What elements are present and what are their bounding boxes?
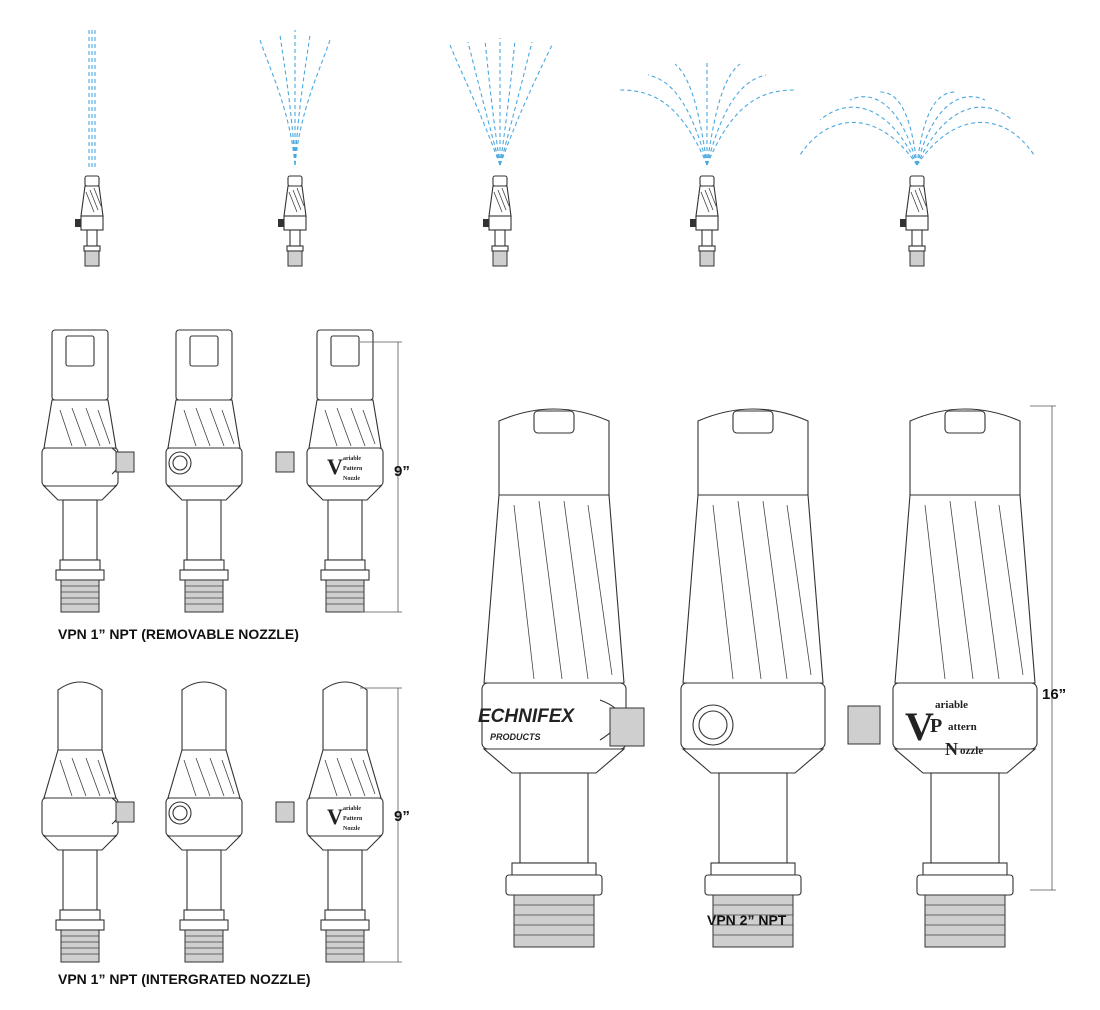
- product-logo-v: V: [905, 704, 934, 749]
- spray-pattern-straight: [74, 30, 104, 267]
- spray-pattern-wide: [449, 38, 553, 267]
- svg-text:ariable: ariable: [343, 806, 361, 812]
- vpn-1-integrated-side: [165, 681, 243, 963]
- product-logo-n: N: [945, 739, 958, 759]
- product-logo-line2: attern: [948, 721, 977, 733]
- removable-height-label: 9”: [394, 463, 410, 480]
- vpn-1-removable-side: [165, 329, 243, 613]
- product-logo-line1: ariable: [935, 699, 968, 711]
- vpn-2-front: ECHNIFEX PRODUCTS: [478, 408, 645, 948]
- vpn-1-integrated-group: V ariable Pattern Nozzle: [41, 681, 402, 963]
- svg-text:Pattern: Pattern: [343, 466, 363, 472]
- vpn-1-integrated-back: V ariable Pattern Nozzle: [275, 681, 384, 963]
- company-logo-text: ECHNIFEX: [478, 706, 575, 727]
- vpn-2-side: [680, 408, 826, 948]
- spray-pattern-row: [74, 30, 1035, 267]
- caption-removable: VPN 1” NPT (REMOVABLE NOZZLE): [58, 626, 299, 642]
- integrated-height-label: 9”: [394, 808, 410, 825]
- svg-text:Nozzle: Nozzle: [343, 826, 360, 832]
- svg-text:V: V: [327, 804, 343, 829]
- vpn-1-integrated-front: [41, 681, 135, 963]
- spray-pattern-narrow: [259, 30, 331, 267]
- vpn-1-removable-group: V ariable Pattern Nozzle: [41, 329, 402, 613]
- svg-text:Pattern: Pattern: [343, 816, 363, 822]
- caption-integrated: VPN 1” NPT (INTERGRATED NOZZLE): [58, 971, 311, 987]
- vpn-2-back: V ariable P attern N ozzle: [847, 408, 1038, 948]
- caption-two-inch: VPN 2” NPT: [707, 912, 787, 928]
- product-logo-line3: ozzle: [960, 745, 983, 757]
- vpn-2-group: ECHNIFEX PRODUCTS V ariable P attern N o…: [478, 405, 1056, 948]
- svg-text:ariable: ariable: [343, 456, 361, 462]
- vpn-1-removable-back: V ariable Pattern Nozzle: [275, 329, 384, 613]
- product-logo-p: P: [930, 715, 942, 737]
- svg-text:Nozzle: Nozzle: [343, 476, 360, 482]
- vpn-1-removable-front: [41, 329, 135, 613]
- spray-pattern-umbrella: [619, 60, 796, 267]
- two-inch-height-label: 16”: [1042, 686, 1067, 703]
- company-logo-subtext: PRODUCTS: [490, 732, 541, 742]
- svg-text:V: V: [327, 454, 343, 479]
- spray-pattern-fan: [799, 91, 1035, 267]
